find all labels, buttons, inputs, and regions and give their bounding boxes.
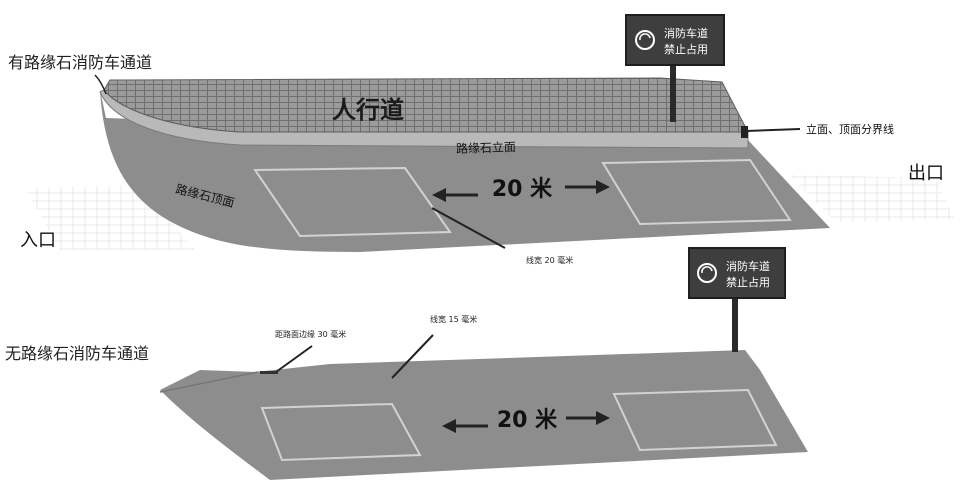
entrance-label: 入口 <box>20 230 56 251</box>
upper-marking-right <box>601 158 792 226</box>
edge-note-leader <box>275 345 313 373</box>
lower-line-note-leader <box>391 334 434 379</box>
edge-note: 距路面边缘 30 毫米 <box>275 329 346 339</box>
exit-label: 出口 <box>908 163 944 184</box>
fire-circle-icon <box>635 30 655 50</box>
lower-distance-arrow <box>442 411 610 433</box>
lower-scene: 20 米 无路缘石消防车通道 距路面边缘 30 毫米 线宽 15 毫米 消防车道… <box>5 247 808 480</box>
lower-sign-line1: 消防车道 <box>726 259 770 273</box>
boundary-note: 立面、顶面分界线 <box>806 122 894 136</box>
lower-marking-left <box>260 402 422 462</box>
lower-distance-label: 20 米 <box>497 408 558 433</box>
lower-road-edge-left <box>159 371 259 393</box>
upper-distance-arrow <box>432 180 610 202</box>
lower-road-surface <box>160 350 808 480</box>
edge-marker <box>260 371 278 374</box>
boundary-marker <box>741 126 748 138</box>
upper-title: 有路缘石消防车通道 <box>8 53 152 72</box>
sidewalk-label: 人行道 <box>332 96 404 124</box>
lower-line-note: 线宽 15 毫米 <box>430 314 477 324</box>
lower-marking-right <box>612 388 778 452</box>
exit-ghost-pavement <box>790 175 955 222</box>
upper-line-note: 线宽 20 毫米 <box>526 255 573 265</box>
sidewalk-pavers <box>103 77 749 133</box>
upper-fire-lane-sign: 消防车道 禁止占用 <box>625 14 725 122</box>
fire-circle-icon <box>697 263 717 283</box>
lower-fire-lane-sign: 消防车道 禁止占用 <box>688 247 786 352</box>
boundary-note-leader <box>745 128 801 132</box>
curb-face-label: 路缘石立面 <box>456 139 517 156</box>
upper-scene: 20 米 人行道 路缘石立面 路缘石顶面 有路缘石消防车通道 立面、顶面分界线 … <box>8 14 955 265</box>
upper-sign-line2: 禁止占用 <box>664 42 708 56</box>
upper-title-leader <box>94 74 107 95</box>
upper-sign-line1: 消防车道 <box>664 26 708 40</box>
upper-marking-left <box>253 166 452 238</box>
lower-sign-line2: 禁止占用 <box>726 275 770 289</box>
lower-title: 无路缘石消防车通道 <box>5 344 149 363</box>
upper-distance-label: 20 米 <box>492 177 553 202</box>
upper-line-note-leader <box>431 207 506 249</box>
